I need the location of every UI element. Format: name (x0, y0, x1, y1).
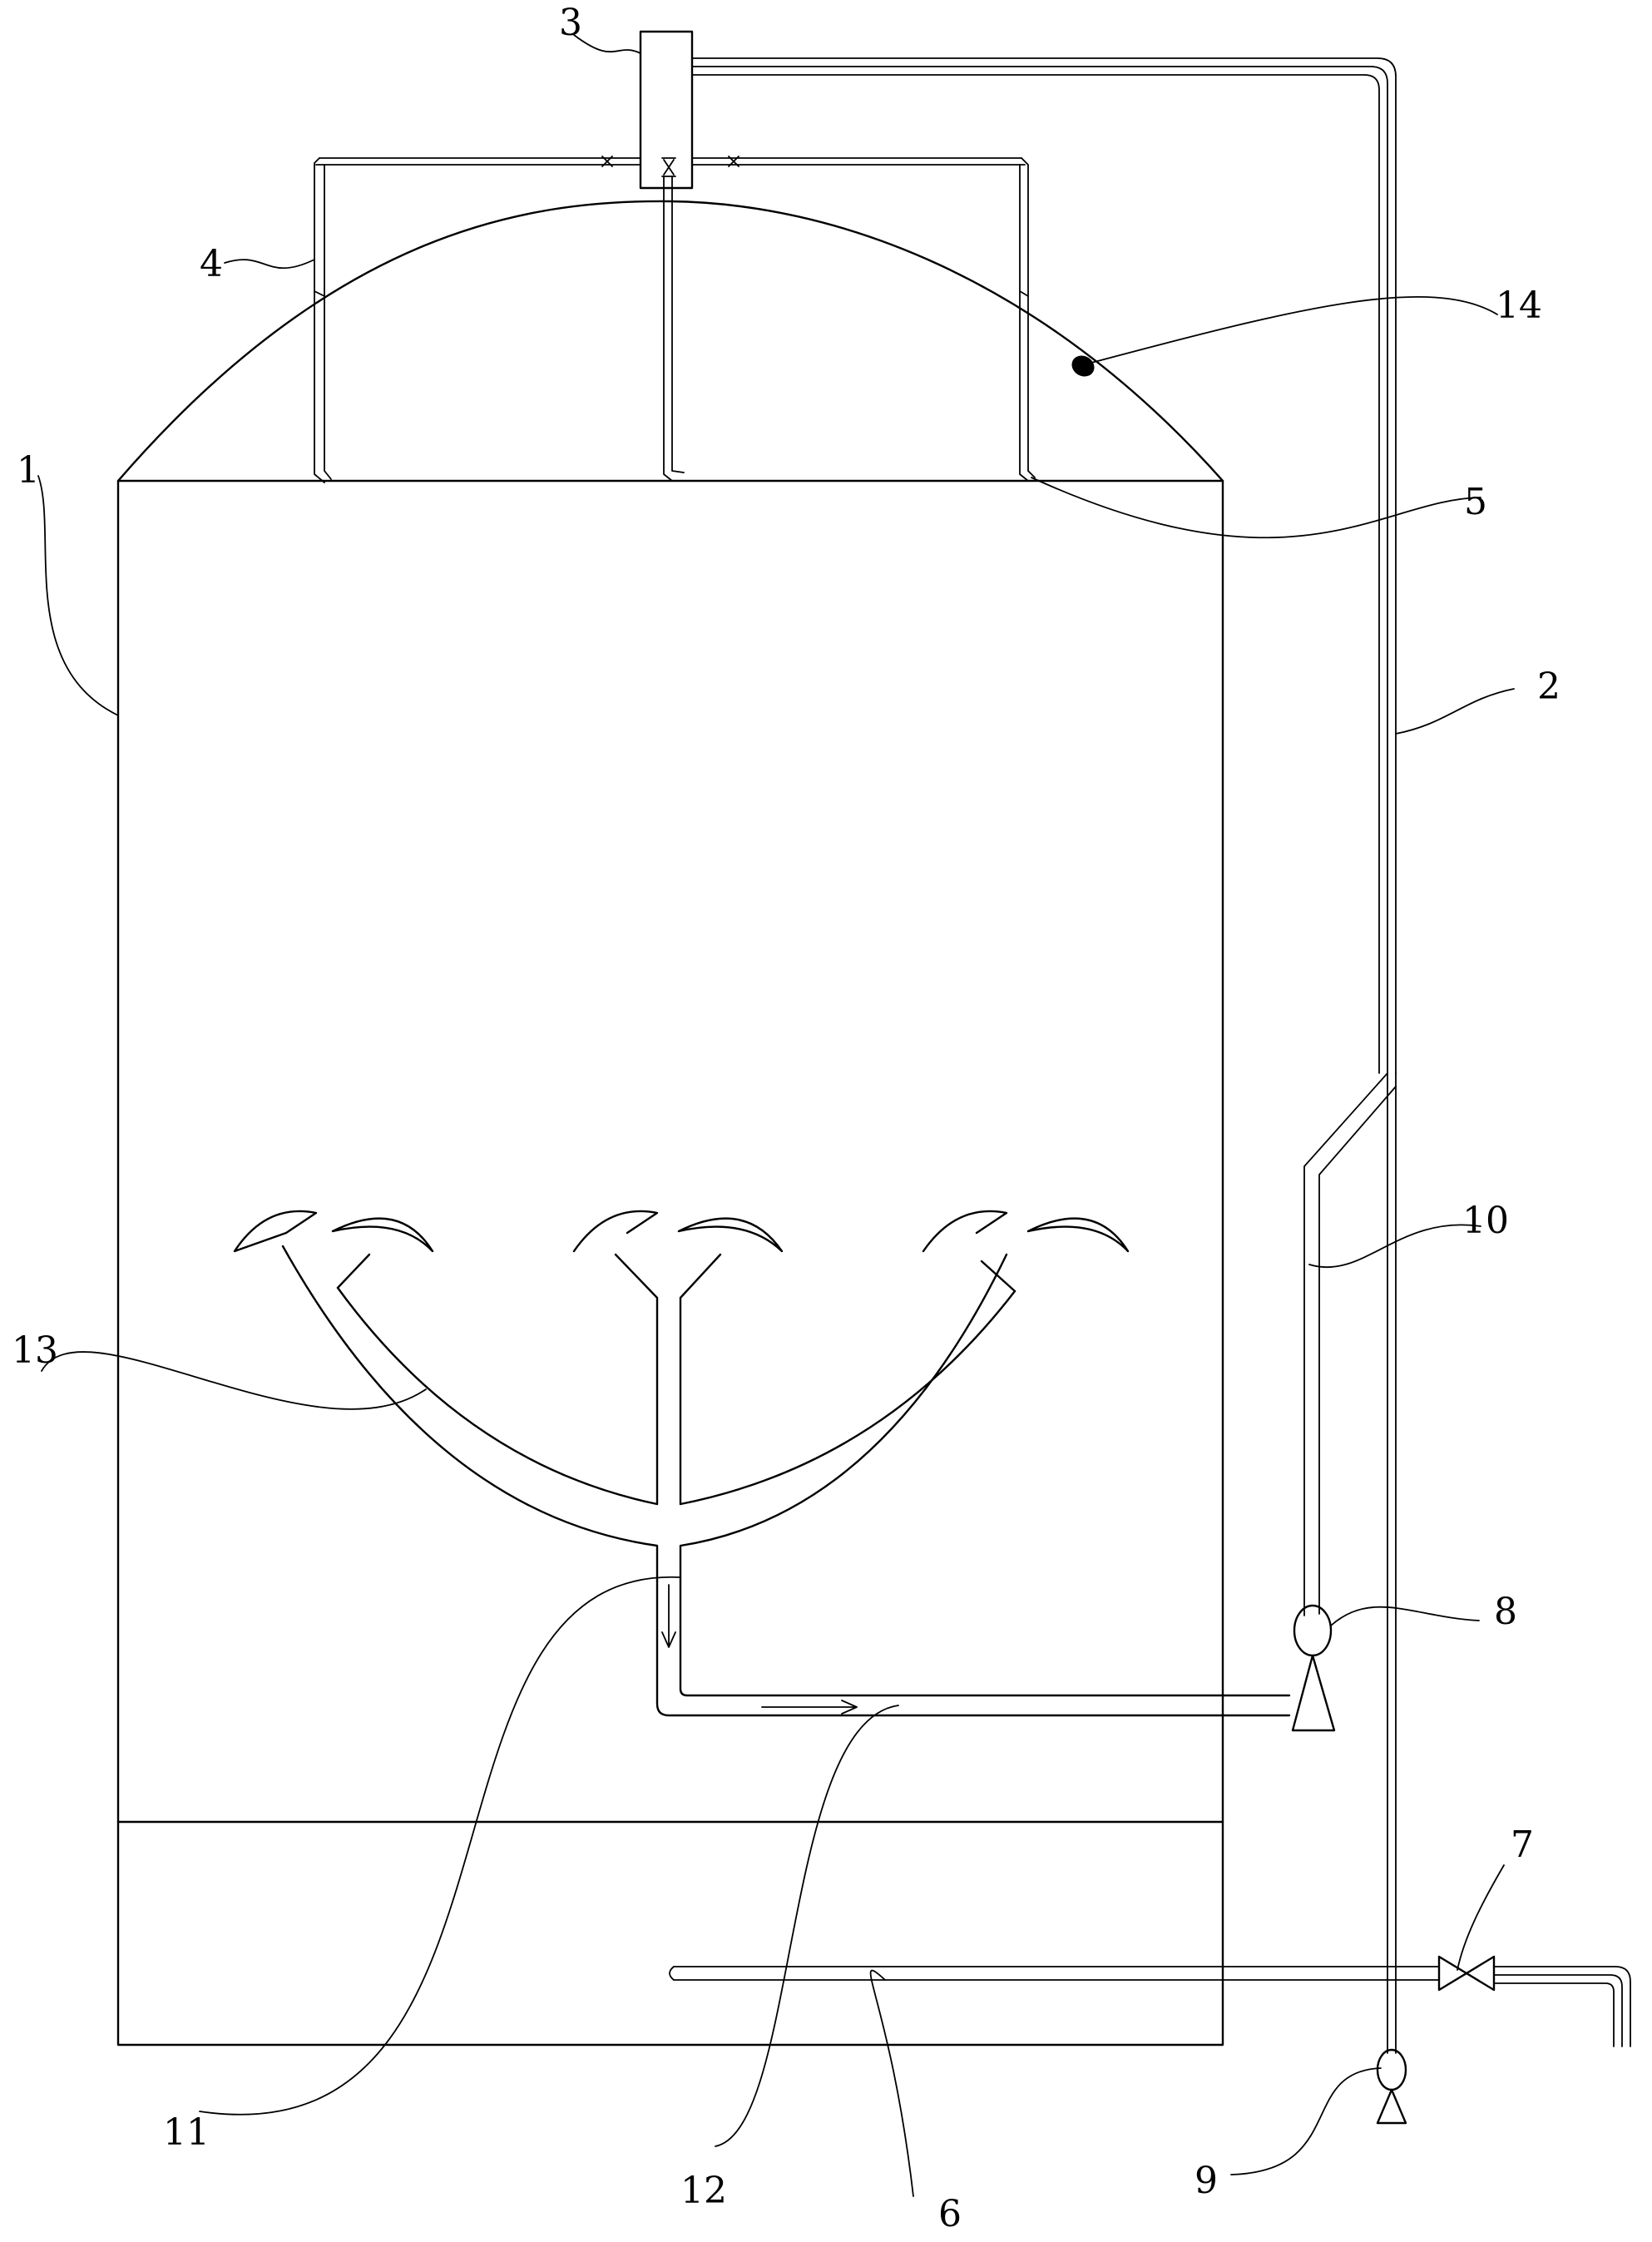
label-3: 3 (559, 2, 582, 44)
label-11: 11 (163, 2111, 210, 2154)
spray-pipe-network (314, 156, 1036, 483)
pump-9 (1376, 2048, 1407, 2125)
outer-pipe (691, 57, 1397, 2054)
dome-roof (116, 200, 1224, 483)
sensor-dot (1071, 355, 1095, 377)
tank-body (116, 479, 1224, 2047)
label-5: 5 (1464, 481, 1487, 523)
sprinkler-distributor (233, 1210, 1130, 1582)
label-8: 8 (1494, 1591, 1517, 1633)
drain-pipe (655, 1579, 1291, 1717)
pump-8 (1291, 1604, 1336, 1732)
label-10: 10 (1462, 1200, 1509, 1242)
leader-lines (37, 34, 1515, 2197)
label-6: 6 (938, 2193, 962, 2235)
bottom-pipe (669, 1955, 1631, 2047)
label-2: 2 (1537, 666, 1560, 708)
branch-pipe (1303, 1072, 1397, 1616)
label-12: 12 (680, 2170, 727, 2212)
label-13: 13 (12, 1329, 58, 1372)
label-9: 9 (1194, 2160, 1218, 2202)
label-7: 7 (1511, 1824, 1534, 1866)
label-1: 1 (17, 449, 40, 492)
label-14: 14 (1496, 285, 1542, 327)
top-unit (639, 30, 694, 190)
label-4: 4 (200, 243, 223, 285)
